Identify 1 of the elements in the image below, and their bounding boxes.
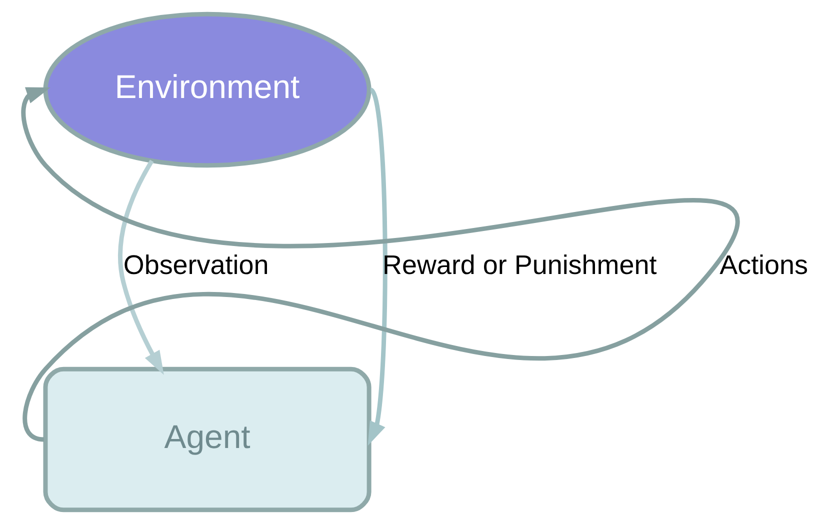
edge-label: Actions: [720, 250, 808, 280]
